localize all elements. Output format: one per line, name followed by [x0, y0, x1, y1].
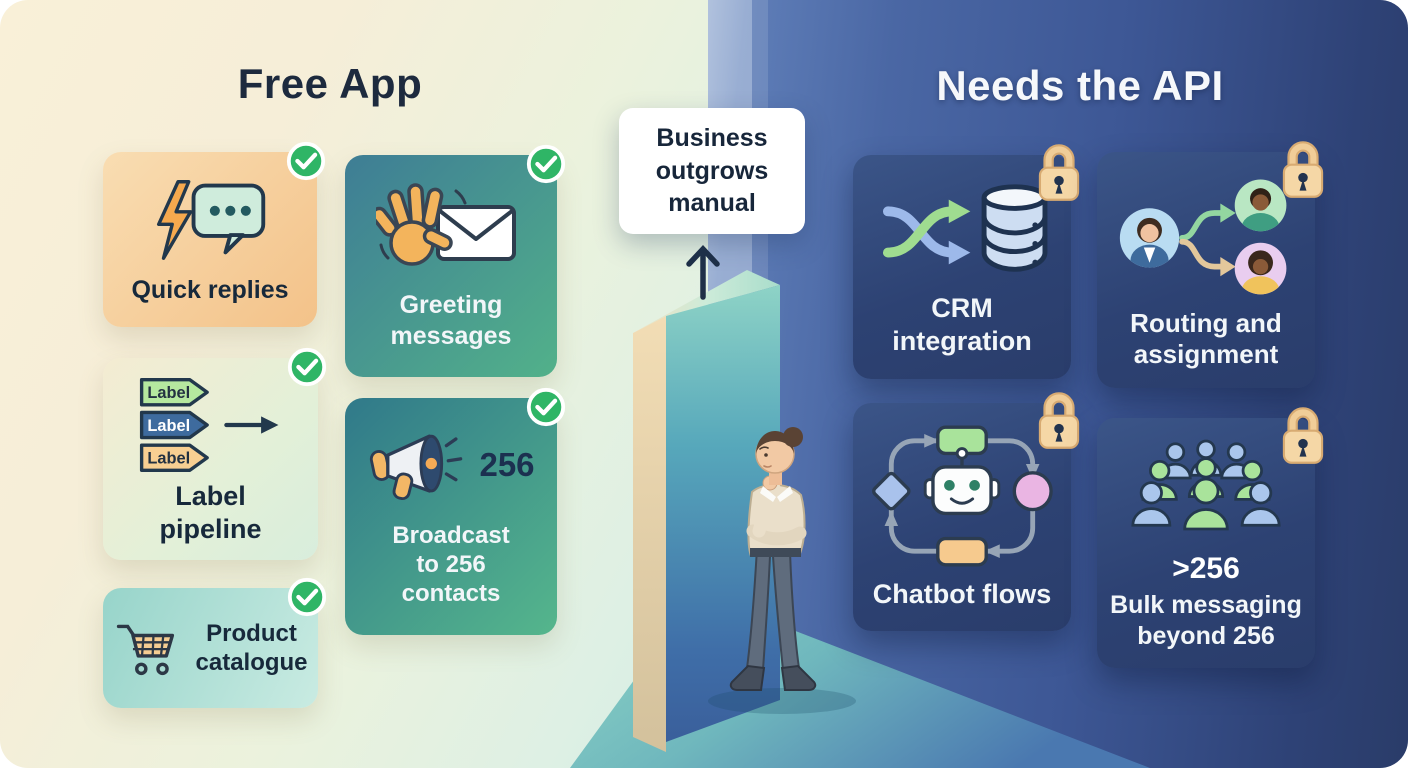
card-label: Broadcast to 256 contacts [392, 521, 510, 608]
card-label: Product catalogue [195, 619, 308, 676]
card-label: Bulk messaging beyond 256 [1110, 591, 1302, 650]
card-label: Greeting messages [390, 291, 512, 350]
lock-icon [1033, 139, 1085, 205]
check-icon [525, 143, 567, 185]
card-greeting-messages: Greeting messages [345, 144, 566, 377]
card-label: Chatbot flows [872, 578, 1052, 609]
check-icon [525, 386, 567, 428]
card-label: CRM integration [892, 293, 1032, 357]
card-label: Quick replies [131, 276, 289, 304]
robot-flow-icon [872, 425, 1053, 567]
cart-icon [116, 624, 174, 676]
card-label-pipeline: Label Label Label Label pipeline [103, 347, 327, 560]
free-app-title: Free App [237, 60, 423, 107]
card-broadcast: 256 Broadcast to 256 contacts [345, 387, 566, 635]
shuffle-database-icon [882, 184, 1048, 272]
card-label: Routing and assignment [1130, 307, 1282, 370]
card-quick-replies: Quick replies [103, 141, 326, 327]
label-tag-text: Label [147, 450, 190, 468]
crowd-icon [1131, 439, 1281, 531]
callout-business-outgrows-manual: Business outgrows manual [619, 108, 805, 234]
lock-icon [1277, 402, 1329, 468]
card-label: Label pipeline [159, 481, 262, 544]
card-routing-assignment: Routing and assignment [1097, 141, 1324, 388]
label-tag-text: Label [147, 384, 190, 402]
lock-icon [1277, 136, 1329, 202]
check-icon [286, 576, 328, 618]
card-crm-integration: CRM integration [853, 144, 1080, 379]
routing-avatars-icon [1119, 179, 1287, 295]
card-chatbot-flows: Chatbot flows [853, 392, 1080, 631]
background-light-band-2 [752, 0, 768, 620]
check-icon [285, 140, 327, 182]
needs-api-title: Needs the API [936, 62, 1224, 109]
lightning-chat-icon [156, 179, 266, 260]
lock-icon [1033, 387, 1085, 453]
megaphone-icon [370, 434, 463, 501]
bulk-256-badge: >256 [1172, 551, 1240, 585]
broadcast-256-badge: 256 [479, 446, 535, 484]
background-light-band [706, 0, 752, 640]
card-bulk-messaging: >256 Bulk messaging beyond 256 [1097, 407, 1324, 668]
label-tag-text: Label [147, 417, 190, 435]
wave-envelope-icon [376, 183, 516, 266]
check-icon [286, 346, 328, 388]
label-tags-icon: Label Label Label [139, 378, 278, 473]
card-product-catalogue: Product catalogue [103, 577, 327, 708]
